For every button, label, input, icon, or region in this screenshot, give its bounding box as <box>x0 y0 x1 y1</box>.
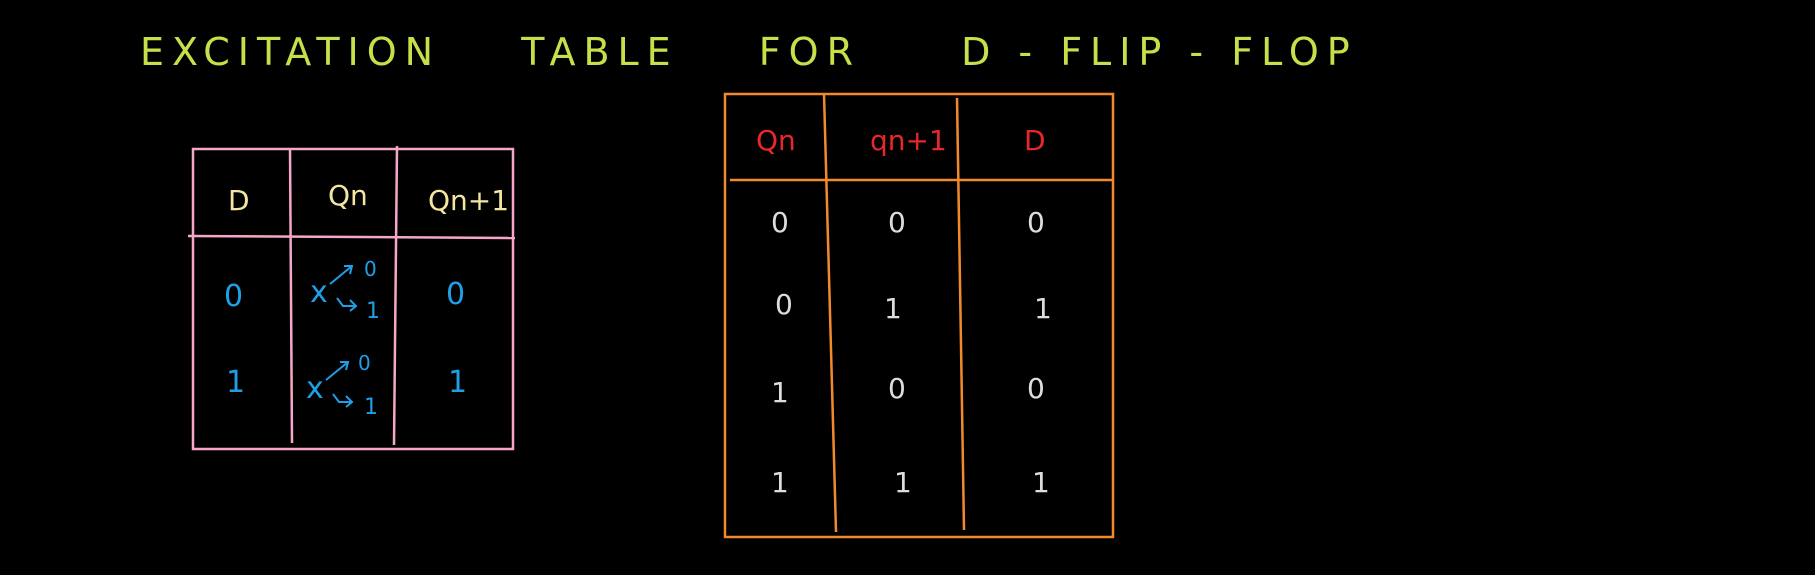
right-row3-qn: 1 <box>771 376 789 409</box>
arrow-down-icon <box>336 297 358 312</box>
left-row1-qn1: 0 <box>446 277 465 312</box>
right-header-qn: Qn <box>756 124 796 157</box>
right-excitation-table <box>723 92 1115 539</box>
right-row1-d: 0 <box>1027 206 1045 239</box>
left-row2-d: 1 <box>226 365 245 400</box>
right-row1-qn: 0 <box>771 206 789 239</box>
right-row2-d: 1 <box>1034 292 1052 325</box>
left-excitation-table <box>187 145 516 451</box>
right-header-d: D <box>1024 124 1046 157</box>
title-word-for: FOR <box>758 30 861 74</box>
arrow-up-icon <box>329 265 354 285</box>
right-row2-qn1: 1 <box>884 292 902 325</box>
left-row2-qn1: 1 <box>448 365 467 400</box>
left-table-header-divider <box>187 234 516 240</box>
right-header-qn1: qn+1 <box>870 124 947 157</box>
right-table-col-divider-1 <box>822 93 838 533</box>
title-word-table: TABLE <box>521 30 679 74</box>
left-header-qn: Qn <box>328 179 368 212</box>
left-row1-qn-x: x <box>310 275 328 310</box>
left-table-col-divider-2 <box>392 145 399 446</box>
left-header-qn1: Qn+1 <box>428 184 509 217</box>
left-table-border <box>191 147 515 451</box>
left-table-body: 0 x 0 1 0 1 x 0 1 1 <box>224 257 467 420</box>
left-table-header: D Qn Qn+1 <box>228 179 509 217</box>
page-title: EXCITATION TABLE FOR D - FLIP - FLOP <box>140 30 1418 74</box>
right-row3-qn1: 0 <box>888 372 906 405</box>
title-word-excitation: EXCITATION <box>140 30 442 74</box>
right-table-body: 0 0 0 0 1 1 1 0 0 1 1 1 <box>771 206 1052 499</box>
right-table-col-divider-2 <box>955 97 966 531</box>
right-row2-qn: 0 <box>775 288 793 321</box>
left-row1-qn-to1: 1 <box>366 299 380 324</box>
left-row1-qn-to0: 0 <box>364 257 377 281</box>
right-row4-qn1: 1 <box>894 466 912 499</box>
title-word-d-flip-flop: D - FLIP - FLOP <box>961 30 1358 74</box>
left-row1-d: 0 <box>224 279 243 314</box>
arrow-down-icon <box>332 393 354 408</box>
right-table-border <box>723 92 1115 539</box>
left-row2-qn-x: x <box>306 371 324 406</box>
left-row2-qn-to1: 1 <box>364 395 378 420</box>
left-row2-qn-to0: 0 <box>358 351 371 375</box>
arrow-up-icon <box>325 361 350 381</box>
right-row1-qn1: 0 <box>888 206 906 239</box>
right-row3-d: 0 <box>1027 372 1045 405</box>
left-header-d: D <box>228 184 250 217</box>
left-table-arrows <box>325 265 358 408</box>
left-table-col-divider-1 <box>288 148 294 444</box>
right-row4-qn: 1 <box>771 466 789 499</box>
right-table-header: Qn qn+1 D <box>756 124 1046 157</box>
right-row4-d: 1 <box>1032 466 1050 499</box>
